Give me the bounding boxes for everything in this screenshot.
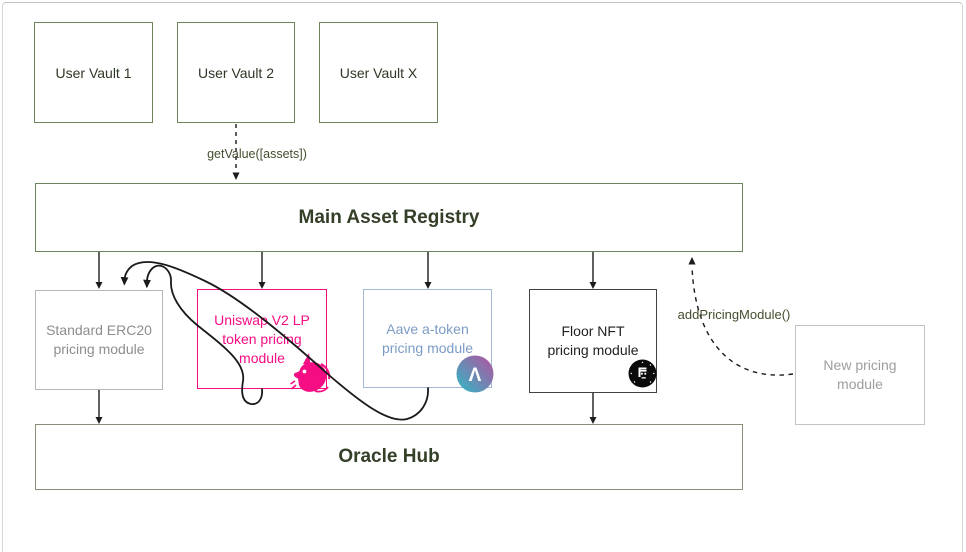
user-vault-x-node[interactable]: User Vault X xyxy=(319,22,438,123)
main-asset-registry-node[interactable]: Main Asset Registry xyxy=(35,183,743,252)
uniswap-module-node[interactable]: Uniswap V2 LP token pricing module xyxy=(197,289,327,389)
aave-module-node[interactable]: Aave a-token pricing module xyxy=(363,289,492,388)
new-pricing-module-node[interactable]: New pricing module xyxy=(795,325,925,425)
uniswap-line-1: Uniswap V2 LP xyxy=(214,311,310,328)
user-vault-1-node[interactable]: User Vault 1 xyxy=(34,22,153,123)
floor-nft-module-node[interactable]: Floor NFT pricing module xyxy=(529,289,657,393)
uniswap-line-2: token pricing xyxy=(222,330,302,347)
erc20-line-1: Standard ERC20 xyxy=(46,322,152,338)
aave-line-1: Aave a-token xyxy=(386,320,469,337)
user-vault-2-node[interactable]: User Vault 2 xyxy=(177,22,295,123)
user-vault-1-label: User Vault 1 xyxy=(55,64,132,81)
main-asset-registry-title: Main Asset Registry xyxy=(298,206,480,228)
new-module-line-2: module xyxy=(837,376,883,392)
oracle-hub-node[interactable]: Oracle Hub xyxy=(35,424,743,490)
floor-nft-line-2: pricing module xyxy=(547,342,639,358)
oracle-hub-title: Oracle Hub xyxy=(338,446,440,467)
add-pricing-module-label: addPricingModule() xyxy=(677,307,791,322)
aave-line-2: pricing module xyxy=(381,339,474,356)
user-vault-2-label: User Vault 2 xyxy=(198,64,274,81)
uniswap-line-3: module xyxy=(239,349,285,366)
floor-nft-line-1: Floor NFT xyxy=(561,323,625,339)
standard-erc20-module-node[interactable]: Standard ERC20 pricing module xyxy=(35,290,163,390)
erc20-line-2: pricing module xyxy=(53,341,145,357)
get-value-label: getValue([assets]) xyxy=(207,147,307,161)
new-module-line-1: New pricing xyxy=(823,357,897,373)
user-vault-x-label: User Vault X xyxy=(339,64,418,81)
